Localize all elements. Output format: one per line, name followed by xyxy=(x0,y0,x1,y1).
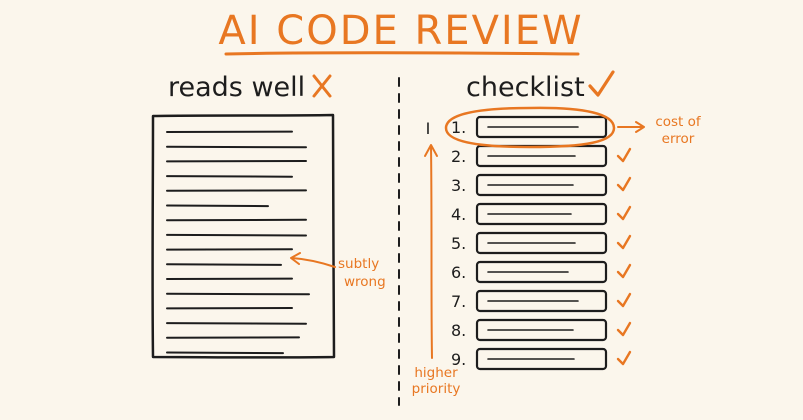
check-mark-icon xyxy=(588,70,615,97)
checklist-item-box xyxy=(475,202,608,226)
checklist-item-box xyxy=(475,115,608,139)
document-text-line xyxy=(166,204,269,208)
checklist-item: 4. xyxy=(451,202,632,226)
document-text-line xyxy=(166,292,310,296)
check-mark-icon xyxy=(616,147,632,163)
checklist-item-box xyxy=(475,231,608,255)
cost-of-error-arrow xyxy=(617,121,645,133)
title-underline xyxy=(224,51,580,56)
document-page xyxy=(151,113,336,359)
checklist-item-number: 7. xyxy=(451,292,466,311)
checklist-item-number: 8. xyxy=(451,321,466,340)
checklist-item: 1. xyxy=(451,115,608,139)
checklist-item-box xyxy=(475,318,608,342)
checklist-item-box xyxy=(475,173,608,197)
checklist-item: 9. xyxy=(451,347,632,371)
document-text-line xyxy=(166,263,282,266)
checklist-item-number: 2. xyxy=(451,147,466,166)
check-mark-icon xyxy=(616,176,632,192)
check-mark-icon xyxy=(616,292,632,308)
check-mark-icon xyxy=(616,205,632,221)
document-text-line xyxy=(166,322,307,325)
page-title: AI CODE REVIEW xyxy=(218,8,583,54)
document-text-lines xyxy=(166,130,310,355)
checklist-item-number: 5. xyxy=(451,234,466,253)
checklist-item-number: 3. xyxy=(451,176,466,195)
document-text-line xyxy=(166,175,293,178)
check-mark-icon xyxy=(616,234,632,250)
checklist-item-box xyxy=(475,260,608,284)
axis-top-marker: I xyxy=(426,119,431,138)
subtly-wrong-arrow xyxy=(290,252,336,268)
document-text-line xyxy=(166,233,307,237)
right-heading: checklist xyxy=(466,72,585,103)
axis-label-higher: higher xyxy=(414,365,458,381)
checklist-item-number: 9. xyxy=(451,350,466,369)
checklist-item-number: 4. xyxy=(451,205,466,224)
axis-label-priority: priority xyxy=(412,381,461,397)
checklist: 1. 2. 3. 4. 5. 6. 7. 8. 9. xyxy=(451,115,632,371)
check-mark-icon xyxy=(616,321,632,337)
checklist-item: 2. xyxy=(451,144,632,168)
checklist-item: 6. xyxy=(451,260,632,284)
document-text-line xyxy=(166,351,284,355)
checklist-item-number: 1. xyxy=(451,118,466,137)
highlight-ellipse xyxy=(444,106,616,149)
priority-arrow xyxy=(424,144,438,359)
check-mark-icon xyxy=(616,263,632,279)
checklist-item: 3. xyxy=(451,173,632,197)
check-mark-icon xyxy=(616,350,632,366)
annotation-cost-of: cost of xyxy=(655,114,702,130)
checklist-item-box xyxy=(475,347,608,371)
checklist-item: 8. xyxy=(451,318,632,342)
document-text-line xyxy=(166,145,307,149)
checklist-item: 5. xyxy=(451,231,632,255)
checklist-item-number: 6. xyxy=(451,263,466,282)
checklist-item: 7. xyxy=(451,289,632,313)
left-heading: reads well xyxy=(168,72,305,103)
annotation-wrong: wrong xyxy=(344,274,386,290)
annotation-error: error xyxy=(662,131,695,147)
x-mark-icon xyxy=(312,74,332,98)
checklist-item-box xyxy=(475,289,608,313)
annotation-subtly: subtly xyxy=(338,256,379,272)
